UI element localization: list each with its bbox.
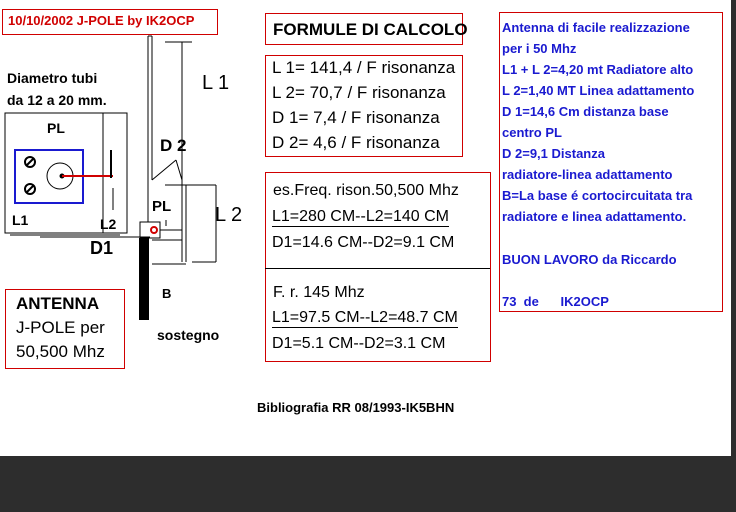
l2-label-inner: L2 (100, 216, 117, 232)
formula-d1: D 1= 7,4 / F risonanza (272, 108, 440, 127)
note-line-3: L1 + L 2=4,20 mt Radiatore alto (502, 62, 694, 77)
note-greeting: BUON LAVORO da Riccardo (502, 252, 677, 267)
bibliography: Bibliografia RR 08/1993-IK5BHN (257, 400, 455, 415)
screw-bottom (24, 183, 36, 195)
antenna-line-1: ANTENNA (16, 294, 100, 313)
formula-l2: L 2= 70,7 / F risonanza (272, 83, 446, 102)
example-2-distances: D1=5.1 CM--D2=3.1 CM (272, 335, 446, 352)
formula-l1: L 1= 141,4 / F risonanza (272, 58, 456, 77)
antenna-line-3: 50,500 Mhz (16, 342, 105, 361)
bottom-band (0, 456, 736, 512)
formulas-title: FORMULE DI CALCOLO (273, 20, 468, 39)
note-line-5: D 1=14,6 Cm distanza base (502, 104, 669, 119)
notes-box (499, 12, 723, 312)
formulas-title-box (265, 13, 463, 45)
l2-label-right: L 2 (215, 204, 243, 226)
support-label: sostegno (157, 327, 220, 343)
title-box (2, 9, 218, 35)
right-edge-band (731, 0, 736, 456)
formula-d2: D 2= 4,6 / F risonanza (272, 133, 440, 152)
cross-section-frame (4, 112, 128, 234)
examples-separator (265, 268, 490, 269)
antenna-box (5, 289, 125, 369)
note-line-6: centro PL (502, 125, 562, 140)
pl-label-top: PL (47, 120, 65, 136)
example-1-title: es.Freq. rison.50,500 Mhz (273, 182, 459, 199)
formulas-box (265, 55, 463, 157)
note-line-2: per i 50 Mhz (502, 41, 577, 56)
l1-label-left: L1 (12, 212, 29, 228)
antenna-line-2: J-POLE per (16, 318, 105, 337)
example-1-distances: D1=14.6 CM--D2=9.1 CM (272, 234, 455, 251)
d2-label: D 2 (160, 136, 187, 155)
note-line-9: B=La base é cortocircuitata tra (502, 188, 693, 203)
pl-label-mid: PL (152, 198, 172, 215)
note-line-7: D 2=9,1 Distanza (502, 146, 605, 161)
examples-box (265, 172, 491, 362)
note-signature: 73 de IK2OCP (502, 294, 609, 309)
note-line-4: L 2=1,40 MT Linea adattamento (502, 83, 695, 98)
l1-label: L 1 (202, 72, 230, 94)
screw-top (24, 156, 36, 168)
note-line-10: radiatore e linea adattamento. (502, 209, 687, 224)
base-label: B (162, 286, 172, 301)
example-1-lengths: L1=280 CM--L2=140 CM (272, 208, 449, 227)
note-line-8: radiatore-linea adattamento (502, 167, 673, 182)
note-line-1: Antenna di facile realizzazione (502, 20, 690, 35)
tube-diameter-label: Diametro tubi (7, 70, 98, 86)
support-mast (139, 238, 149, 320)
example-2-lengths: L1=97.5 CM--L2=48.7 CM (272, 309, 458, 328)
tube-range-label: da 12 a 20 mm. (7, 92, 107, 108)
example-2-title: F. r. 145 Mhz (273, 284, 365, 301)
d1-label: D1 (90, 238, 114, 258)
page-title: 10/10/2002 J-POLE by IK2OCP (8, 13, 195, 28)
